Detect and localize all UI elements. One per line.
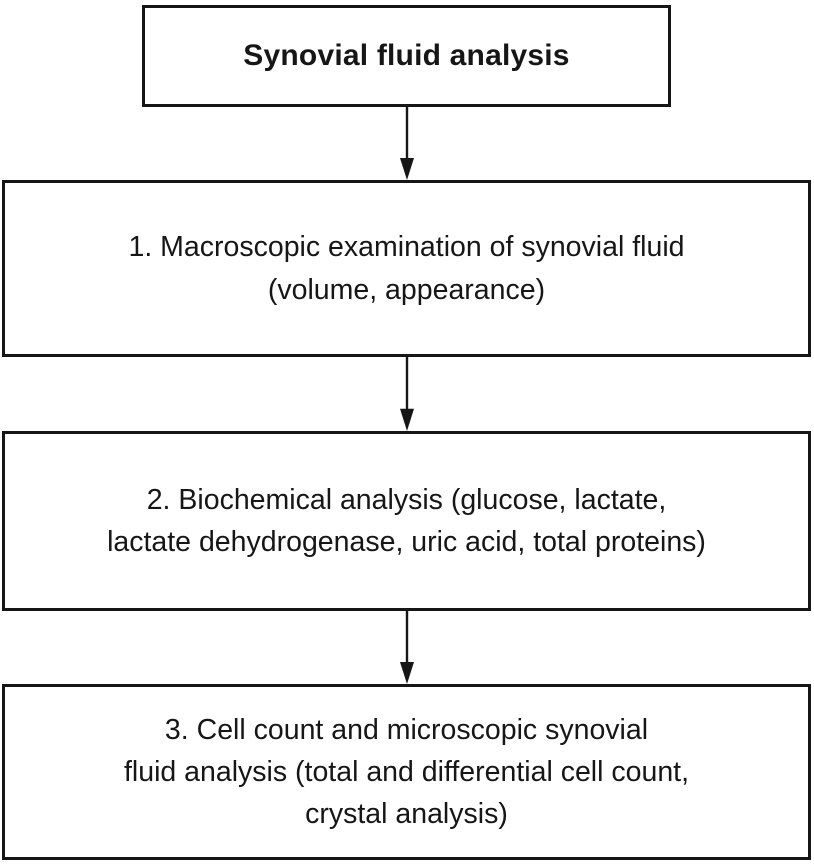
- step-text: 3. Cell count and microscopic synovial f…: [123, 713, 690, 831]
- down-arrow-icon: [393, 357, 421, 431]
- step-box-cell-count-microscopic: 3. Cell count and microscopic synovial f…: [2, 684, 811, 860]
- down-arrow-icon: [393, 611, 421, 684]
- step-text: 2. Biochemical analysis (glucose, lactat…: [107, 483, 706, 558]
- down-arrow-icon: [393, 107, 421, 180]
- title-box: Synovial fluid analysis: [142, 5, 671, 107]
- step-box-biochemical-analysis: 2. Biochemical analysis (glucose, lactat…: [2, 431, 811, 611]
- diagram-title: Synovial fluid analysis: [243, 39, 570, 72]
- step-box-macroscopic-examination: 1. Macroscopic examination of synovial f…: [2, 180, 811, 357]
- step-text: 1. Macroscopic examination of synovial f…: [128, 231, 685, 306]
